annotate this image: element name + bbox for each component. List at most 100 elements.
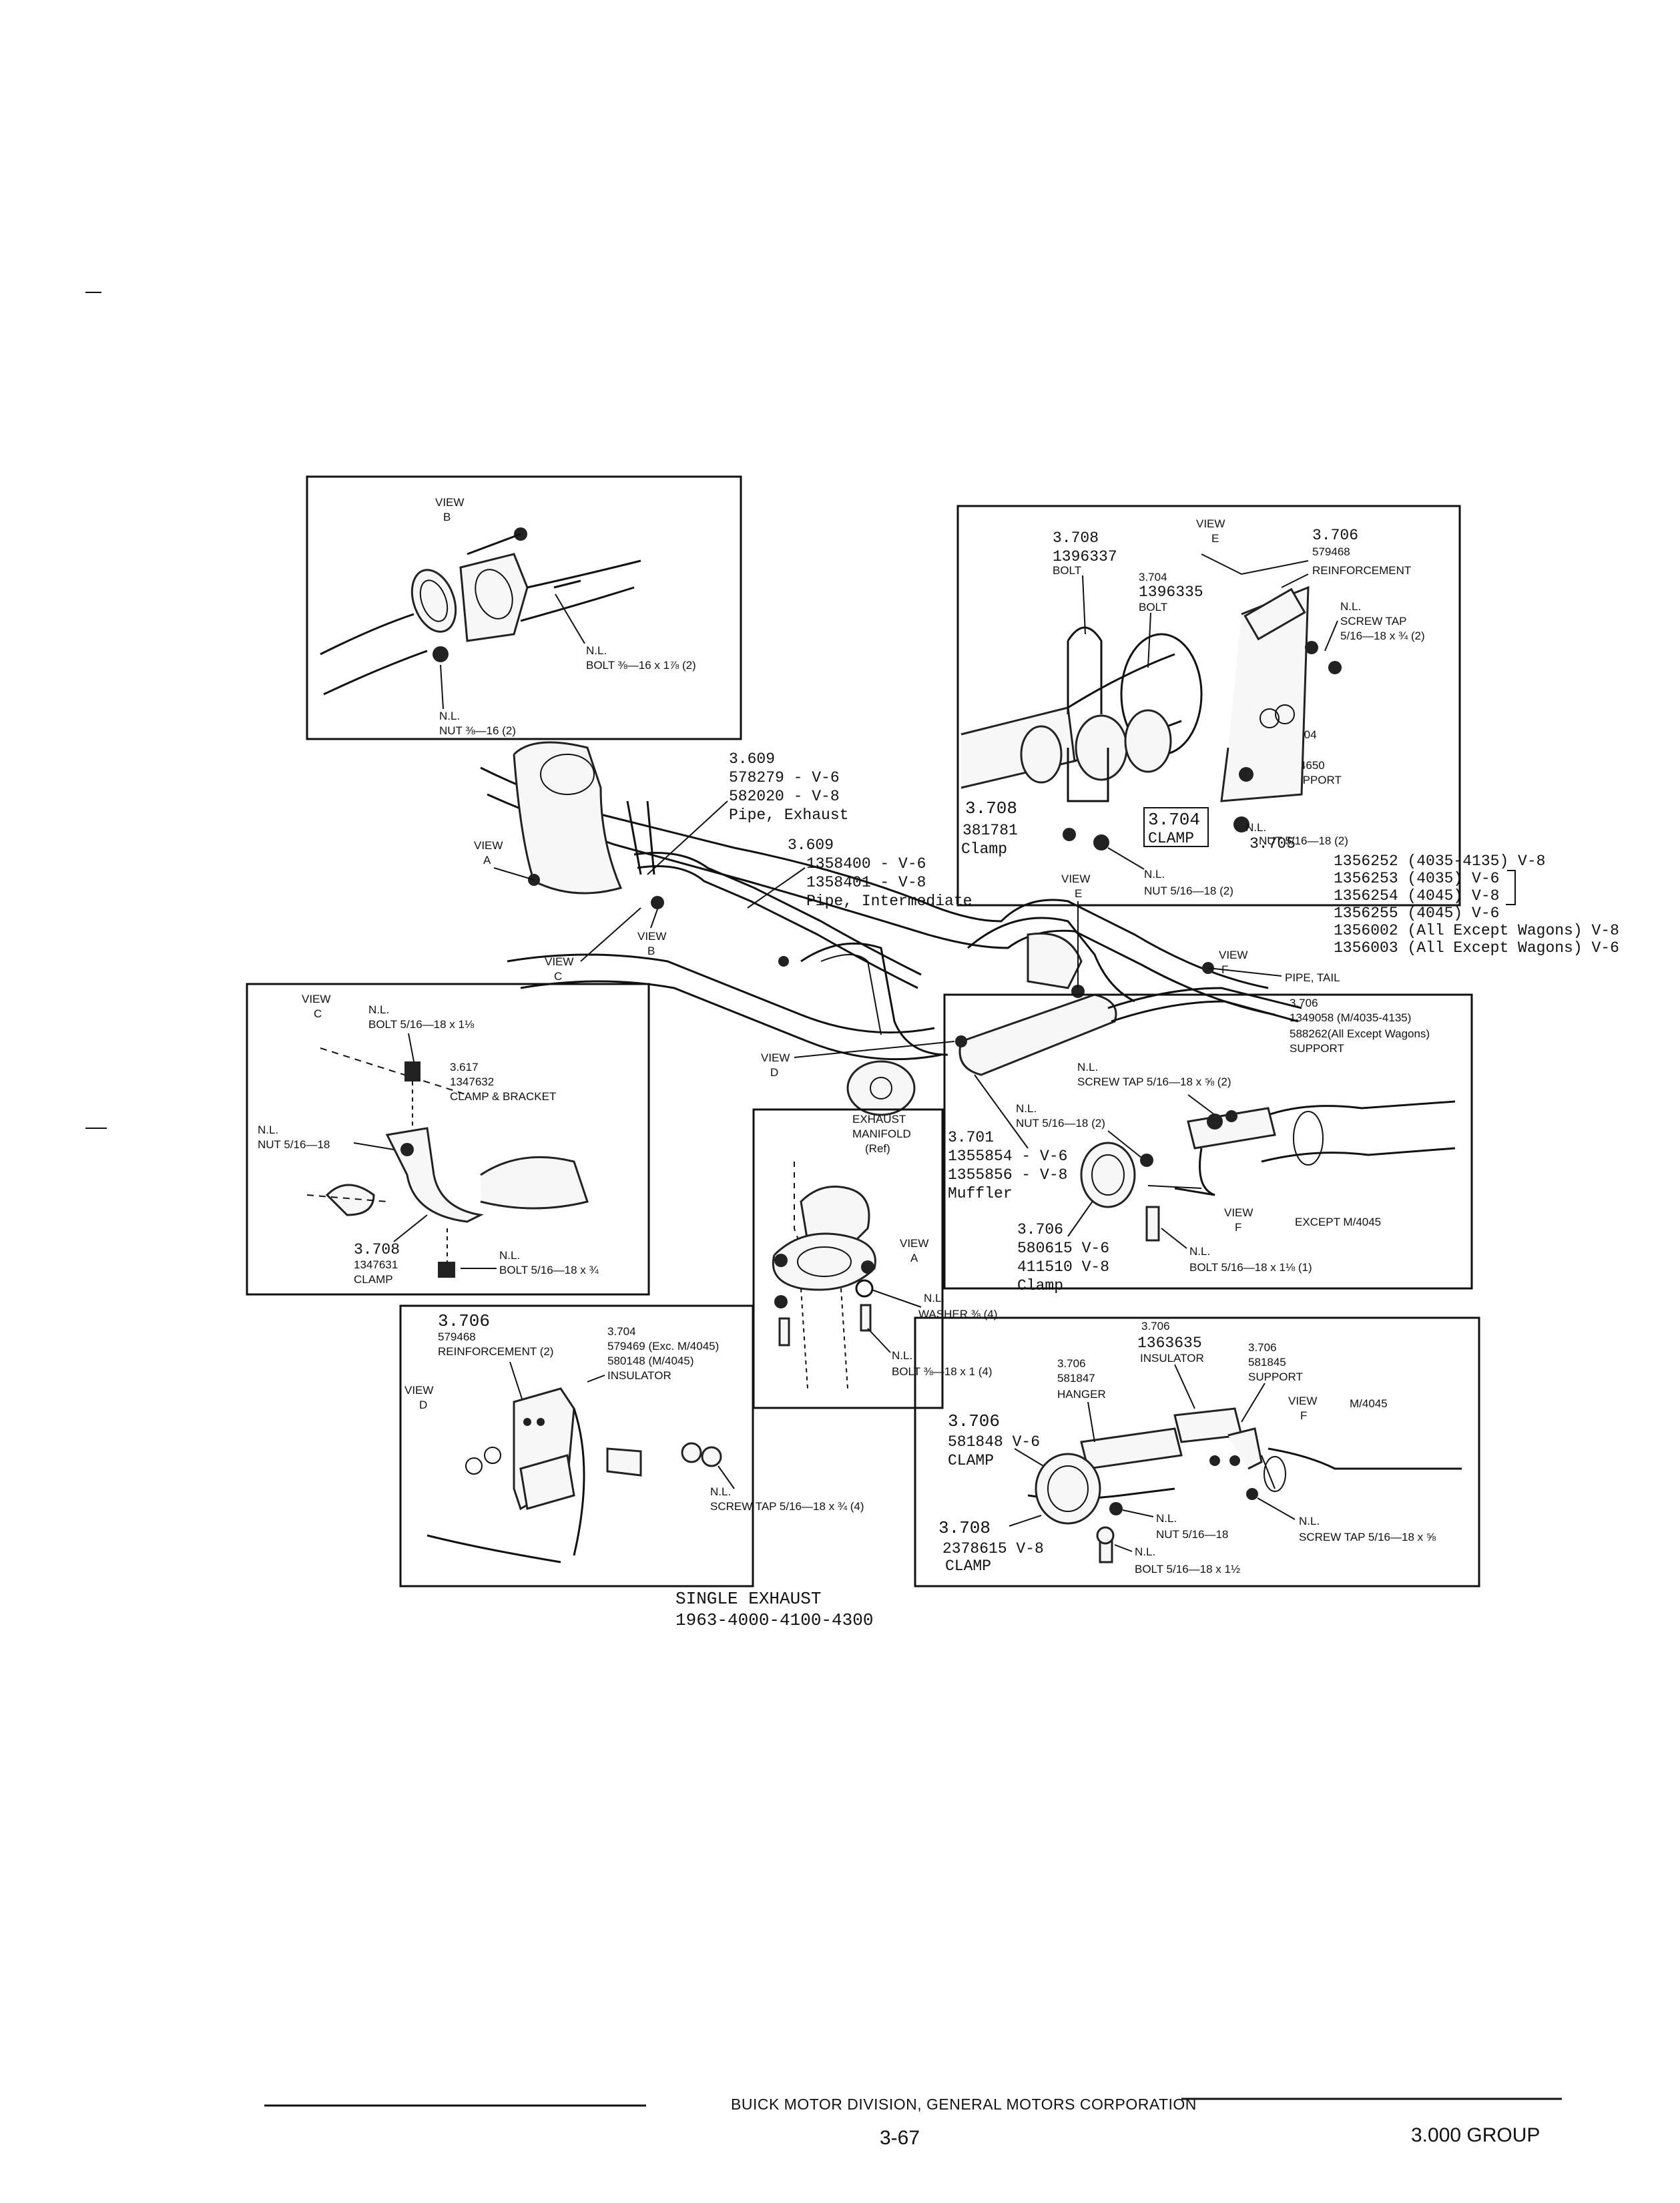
view-f4045-hanger-part: 581847 — [1057, 1372, 1095, 1385]
view-f-nut-spec: NUT 5/16—18 (2) — [1016, 1117, 1105, 1130]
view-c-nut-spec: NUT 5/16—18 — [258, 1138, 330, 1151]
pipe-exhaust-v8: 582020 - V-8 — [729, 788, 840, 805]
view-f4045-sup-num: 3.706 — [1248, 1341, 1277, 1354]
view-f4045-model: M/4045 — [1350, 1397, 1388, 1410]
view-f-nut-nl: N.L. — [1016, 1102, 1037, 1115]
view-c-bolt2-nl: N.L. — [499, 1249, 520, 1262]
view-b-panel: VIEW B N.L. BOLT ⅜—16 x 1⅞ (2) N.L. NUT … — [306, 475, 742, 740]
pipe-exhaust-num: 3.609 — [729, 750, 775, 768]
leader-line — [1187, 1094, 1215, 1116]
main-labels: 3.609 578279 - V-6 582020 - V-8 Pipe, Ex… — [474, 750, 1619, 1294]
view-f-sup-num: 3.706 — [1290, 997, 1318, 1009]
view-f-view-letter: F — [1235, 1221, 1241, 1234]
callout-view-c: VIEW — [545, 955, 573, 968]
leader-line — [408, 1033, 414, 1062]
view-a-view-letter: A — [910, 1252, 918, 1264]
view-f4045-hanger-drawing — [1027, 1407, 1462, 1563]
view-f4045-clamp-part: 581848 V-6 — [948, 1433, 1040, 1451]
view-c-panel: VIEW C N.L. BOLT 5/16—18 x 1⅛ 3.617 1347… — [246, 983, 650, 1296]
leader-line — [1324, 620, 1338, 652]
view-f4045-bolt-spec: BOLT 5/16—18 x 1½ — [1135, 1563, 1240, 1575]
view-b-flange-drawing — [320, 527, 641, 696]
view-c-bolt-nl: N.L. — [368, 1003, 389, 1016]
view-e-bolt1-num: 3.708 — [1053, 529, 1099, 547]
callout-view-d-letter: D — [770, 1066, 778, 1079]
view-c-clamp-num: 3.708 — [354, 1241, 400, 1258]
tail-pipe-line1: 1356252 (4035-4135) V-8 — [1334, 852, 1545, 870]
leader-line — [974, 1074, 1029, 1149]
view-c-bolt2-spec: BOLT 5/16—18 x ¾ — [499, 1264, 599, 1276]
view-f-except-label: EXCEPT M/4045 — [1295, 1216, 1381, 1228]
view-d-panel: 3.706 579468 REINFORCEMENT (2) 3.704 579… — [399, 1304, 864, 1587]
clamp-main-v6: 580615 V-6 — [1017, 1240, 1109, 1257]
view-e-screw-spec: 5/16—18 x ¾ (2) — [1340, 630, 1425, 642]
pipe-int-num: 3.609 — [788, 836, 834, 854]
view-f4045-ins-num: 3.706 — [1141, 1320, 1170, 1332]
leader-line — [871, 1289, 922, 1308]
view-e-clamp2-label: CLAMP — [1148, 830, 1194, 847]
muffler-v8: 1355856 - V-8 — [948, 1166, 1067, 1184]
view-a-manifold2: MANIFOLD — [852, 1128, 911, 1140]
callout-view-f-letter: F — [1221, 963, 1228, 976]
view-f4045-nut-spec: NUT 5/16—18 — [1156, 1528, 1228, 1541]
view-e-frame — [956, 505, 1461, 907]
leader-line — [555, 593, 585, 644]
view-c-clamp-part: 1347631 — [354, 1258, 398, 1271]
callout-view-f: VIEW — [1219, 949, 1247, 961]
leader-line — [1009, 1515, 1042, 1527]
view-d-reinf-label: REINFORCEMENT (2) — [438, 1345, 553, 1358]
view-f-bolt-spec: BOLT 5/16—18 x 1⅛ (1) — [1189, 1261, 1312, 1274]
leader-line — [1107, 1130, 1142, 1158]
leader-line — [1161, 1228, 1187, 1249]
clamp-main-label: Clamp — [1017, 1277, 1063, 1294]
view-e-panel: VIEW E 3.708 1396337 BOLT 3.704 1396335 … — [956, 505, 1461, 907]
view-a-bolt-spec: BOLT ⅜—18 x 1 (4) — [892, 1365, 993, 1378]
view-a-manifold3: (Ref) — [865, 1142, 890, 1155]
leader-line — [1114, 1544, 1133, 1552]
leader-line — [1207, 967, 1282, 977]
view-d-title: VIEW — [404, 1384, 433, 1397]
view-a-manifold1: EXHAUST — [852, 1113, 906, 1126]
view-c-cb-num: 3.617 — [450, 1061, 479, 1073]
view-f-except-frame — [943, 993, 1473, 1290]
view-e-bolt2-num: 3.704 — [1139, 571, 1167, 583]
view-c-nut-nl: N.L. — [258, 1124, 278, 1136]
view-e-title: VIEW — [1196, 517, 1225, 530]
view-f-screw-nl: N.L. — [1077, 1061, 1098, 1073]
view-f4045-screw-nl: N.L. — [1299, 1515, 1320, 1527]
leader-line — [580, 907, 641, 962]
pipe-int-label: Pipe, Intermediate — [806, 893, 972, 910]
view-e-clamp2-num: 3.704 — [1148, 810, 1200, 830]
view-e-clamp2-box — [1143, 807, 1209, 847]
view-d-ins-num: 3.704 — [607, 1325, 636, 1338]
tail-pipe-line3: 1356254 (4045) V-8 — [1334, 887, 1499, 905]
leader-line — [867, 1328, 891, 1353]
view-f-4045-panel: 3.706 1363635 INSULATOR 3.706 581845 SUP… — [914, 1316, 1480, 1587]
view-f4045-clamp2-label: CLAMP — [945, 1557, 991, 1575]
view-f4045-nut-nl: N.L. — [1156, 1512, 1177, 1525]
view-f-sup-part1: 1349058 (M/4035-4135) — [1290, 1011, 1411, 1024]
leader-line — [1147, 612, 1151, 668]
view-f-sup-label: SUPPORT — [1290, 1042, 1344, 1055]
view-e-bolt2-label: BOLT — [1139, 601, 1167, 614]
view-a-panel: EXHAUST MANIFOLD (Ref) VIEW A N.L. WASHE… — [752, 1108, 997, 1409]
view-e-nut1-spec: NUT 5/16—18 (2) — [1259, 834, 1348, 847]
callout-view-a-letter: A — [483, 854, 491, 867]
view-c-bolt-spec: BOLT 5/16—18 x 1⅛ — [368, 1018, 475, 1031]
pipe-int-v8: 1358401 - V-8 — [806, 874, 926, 891]
view-d-ins-part2: 580148 (M/4045) — [607, 1355, 693, 1367]
view-b-nut-nl: N.L. — [439, 710, 460, 722]
view-d-reinf-num: 3.706 — [438, 1311, 490, 1331]
view-e-nut2-spec: NUT 5/16—18 (2) — [1144, 885, 1233, 897]
view-e-bolt2-part: 1396335 — [1139, 583, 1203, 601]
leader-line — [1281, 573, 1309, 588]
view-f-view-label: VIEW — [1224, 1206, 1253, 1219]
view-f4045-hanger-num: 3.706 — [1057, 1357, 1086, 1370]
view-c-cb-part: 1347632 — [450, 1075, 494, 1088]
leader-line — [353, 1142, 394, 1150]
view-f4045-screw-spec: SCREW TAP 5/16—18 x ⅝ — [1299, 1531, 1436, 1543]
view-d-screw-spec: SCREW TAP 5/16—18 x ¾ (4) — [710, 1500, 864, 1513]
footer-division: BUICK MOTOR DIVISION, GENERAL MOTORS COR… — [731, 2096, 1197, 2113]
view-b-letter: B — [443, 511, 451, 523]
view-f-bolt-nl: N.L. — [1189, 1245, 1210, 1258]
